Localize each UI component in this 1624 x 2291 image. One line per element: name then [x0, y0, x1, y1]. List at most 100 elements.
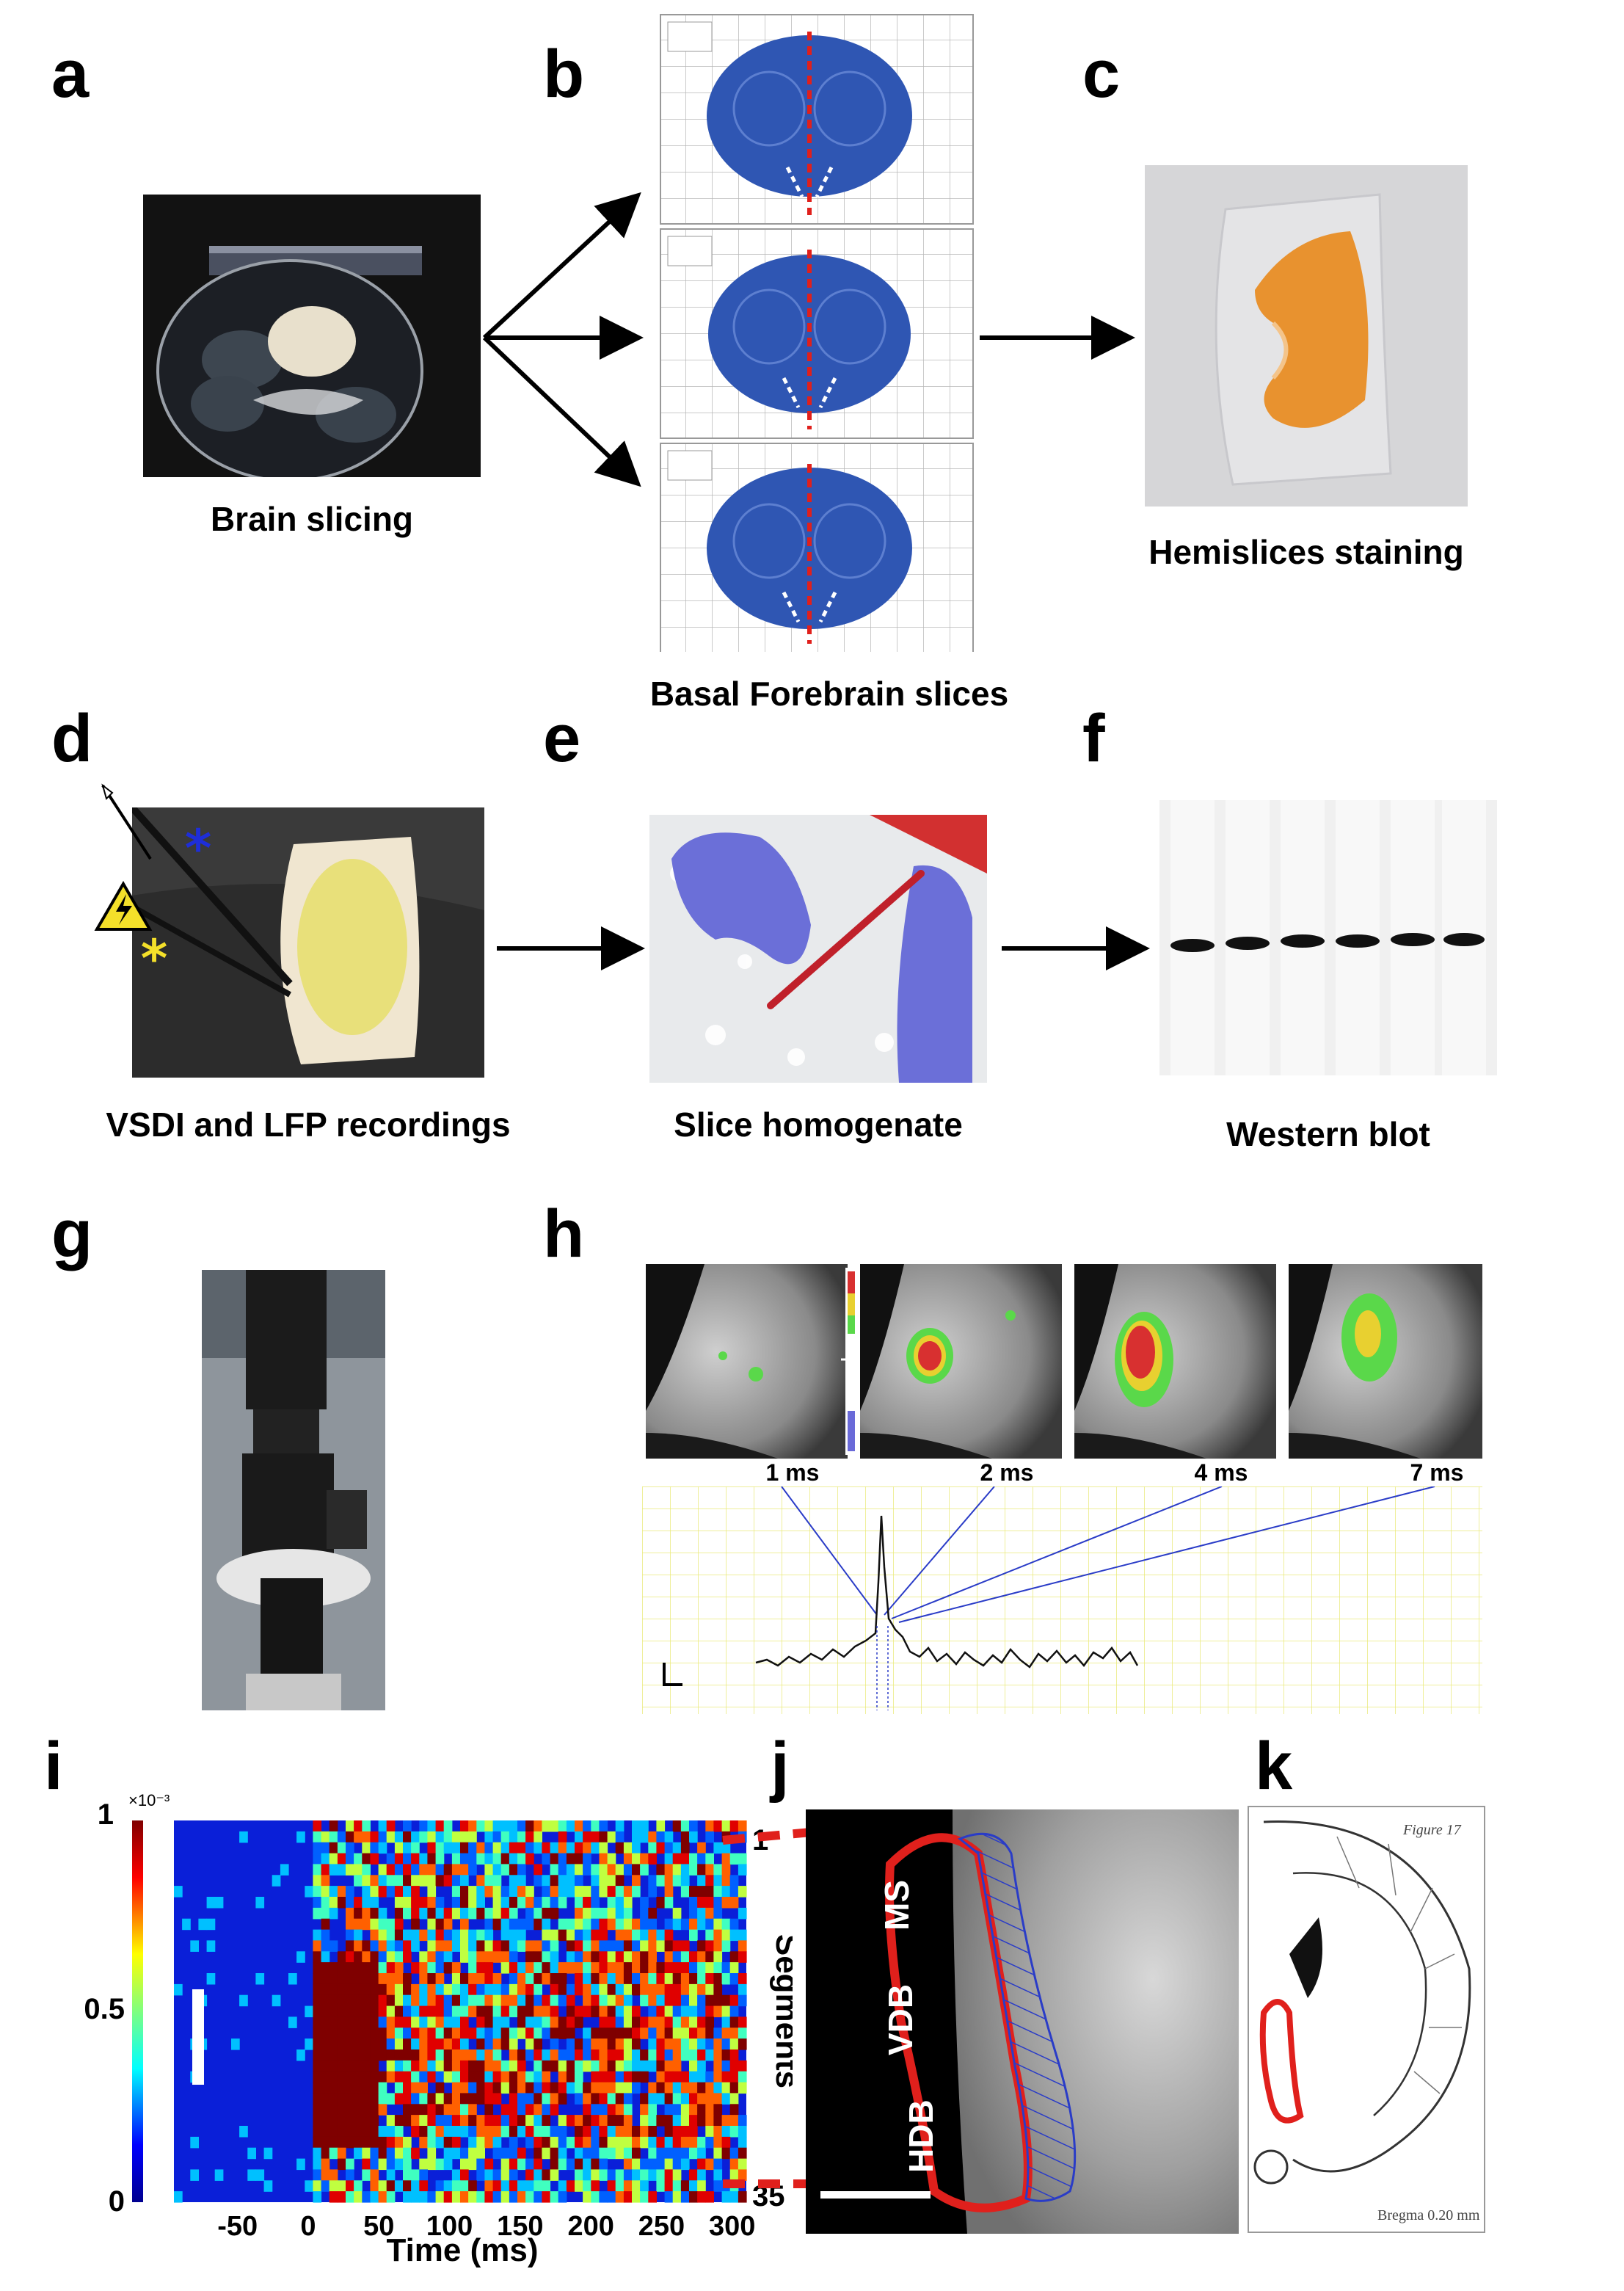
heatmap-cell [411, 2104, 420, 2116]
heatmap-cell [313, 2169, 322, 2181]
heatmap-cell [632, 1886, 641, 1898]
heatmap-cell [460, 1831, 469, 1843]
heatmap-cell [656, 2115, 666, 2127]
heatmap-cell [599, 1875, 608, 1887]
heatmap-cell [542, 2136, 551, 2149]
heatmap-cell [615, 1831, 625, 1843]
heatmap-cell [632, 1918, 641, 1931]
heatmap-cell [476, 2071, 485, 2083]
heatmap-cell [313, 2060, 322, 2072]
heatmap-cell [648, 2049, 657, 2061]
heatmap-cell [550, 2126, 559, 2138]
heatmap-cell [255, 2169, 265, 2181]
heatmap-cell [697, 1983, 706, 1996]
heatmap-cell [468, 2115, 477, 2127]
heatmap-cell [321, 1918, 330, 1931]
heatmap-cell [492, 1842, 502, 1854]
heatmap-cell [427, 1897, 437, 1909]
heatmap-cell [640, 1853, 649, 1865]
heatmap-cell [329, 2016, 338, 2028]
heatmap-cell [517, 2158, 526, 2171]
heatmap-cell [403, 2158, 412, 2171]
heatmap-cell [476, 1951, 485, 1963]
heatmap-cell [713, 2027, 723, 2039]
heatmap-cell [403, 2016, 412, 2028]
heatmap-cell [705, 1973, 714, 1985]
heatmap-cell [566, 1820, 575, 1832]
heatmap-cell [591, 2093, 600, 2105]
heatmap-cell [386, 2147, 396, 2160]
heatmap-cell [370, 2060, 379, 2072]
heatmap-cell [591, 2158, 600, 2171]
heatmap-cell [500, 2158, 510, 2171]
heatmap-cell [443, 1929, 453, 1942]
heatmap-cell [721, 1842, 731, 1854]
heatmap-cell [206, 1897, 216, 1909]
heatmap-cell [640, 1929, 649, 1942]
heatmap-cell [640, 2158, 649, 2171]
heatmap-cell [697, 1962, 706, 1974]
heatmap-cell [623, 2158, 633, 2171]
heatmap-cell [411, 1897, 420, 1909]
heatmap-cell [329, 2136, 338, 2149]
basal-forebrain-atlas-plates [659, 13, 975, 652]
heatmap-cell [672, 1875, 682, 1887]
heatmap-cell [239, 1994, 248, 2007]
heatmap-cell [411, 2147, 420, 2160]
heatmap-cell [689, 1897, 698, 1909]
heatmap-cell [460, 2071, 469, 2083]
heatmap-cell [337, 2136, 346, 2149]
heatmap-cell [321, 2169, 330, 2181]
heatmap-cell [313, 2115, 322, 2127]
frame-label-3: 4 ms [1194, 1459, 1248, 1486]
heatmap-cell [313, 1831, 322, 1843]
heatmap-cell [403, 2191, 412, 2203]
heatmap-cell [672, 2093, 682, 2105]
heatmap-cell [632, 2169, 641, 2181]
heatmap-cell [607, 1918, 616, 1931]
heatmap-cell [591, 1918, 600, 1931]
heatmap-cell [525, 2027, 534, 2039]
heatmap-cell [664, 1940, 674, 1952]
heatmap-cell [615, 2071, 625, 2083]
heatmap-cell [542, 1853, 551, 1865]
heatmap-cell [664, 1842, 674, 1854]
heatmap-cell [337, 2016, 346, 2028]
heatmap-cell [534, 1831, 542, 1843]
heatmap-cell [378, 2126, 387, 2138]
heatmap-cell [435, 1951, 445, 1963]
heatmap-cell [550, 1897, 559, 1909]
heatmap-cell [378, 1886, 387, 1898]
heatmap-cell [403, 1973, 412, 1985]
heatmap-cell [492, 2049, 502, 2061]
heatmap-cell [362, 1951, 371, 1963]
heatmap-cell [623, 2104, 633, 2116]
heatmap-cell [591, 1864, 600, 1876]
heatmap-cell [591, 1875, 600, 1887]
heatmap-cell [648, 1875, 657, 1887]
heatmap-cell [705, 1907, 714, 1920]
heatmap-cell [575, 1973, 583, 1985]
heatmap-cell [713, 2071, 723, 2083]
heatmap-cell [525, 2082, 534, 2094]
heatmap-cell [329, 2027, 338, 2039]
heatmap-cell [607, 2071, 616, 2083]
heatmap-cell [705, 1864, 714, 1876]
heatmap-cell [435, 2082, 445, 2094]
heatmap-cell [378, 1918, 387, 1931]
heatmap-cell [346, 1907, 354, 1920]
heatmap-cell [583, 1940, 591, 1952]
heatmap-cell [460, 1907, 469, 1920]
heatmap-cell [672, 2027, 682, 2039]
heatmap-cell [664, 1973, 674, 1985]
heatmap-cell [615, 2049, 625, 2061]
heatmap-cell [583, 1820, 591, 1832]
heatmap-cell [362, 2060, 371, 2072]
heatmap-cell [575, 1940, 583, 1952]
heatmap-cell [566, 2060, 575, 2072]
heatmap-cell [346, 1886, 354, 1898]
heatmap-cell [394, 2126, 404, 2138]
heatmap-cell [484, 1853, 494, 1865]
heatmap-cell [313, 2126, 322, 2138]
heatmap-cell [542, 2093, 551, 2105]
